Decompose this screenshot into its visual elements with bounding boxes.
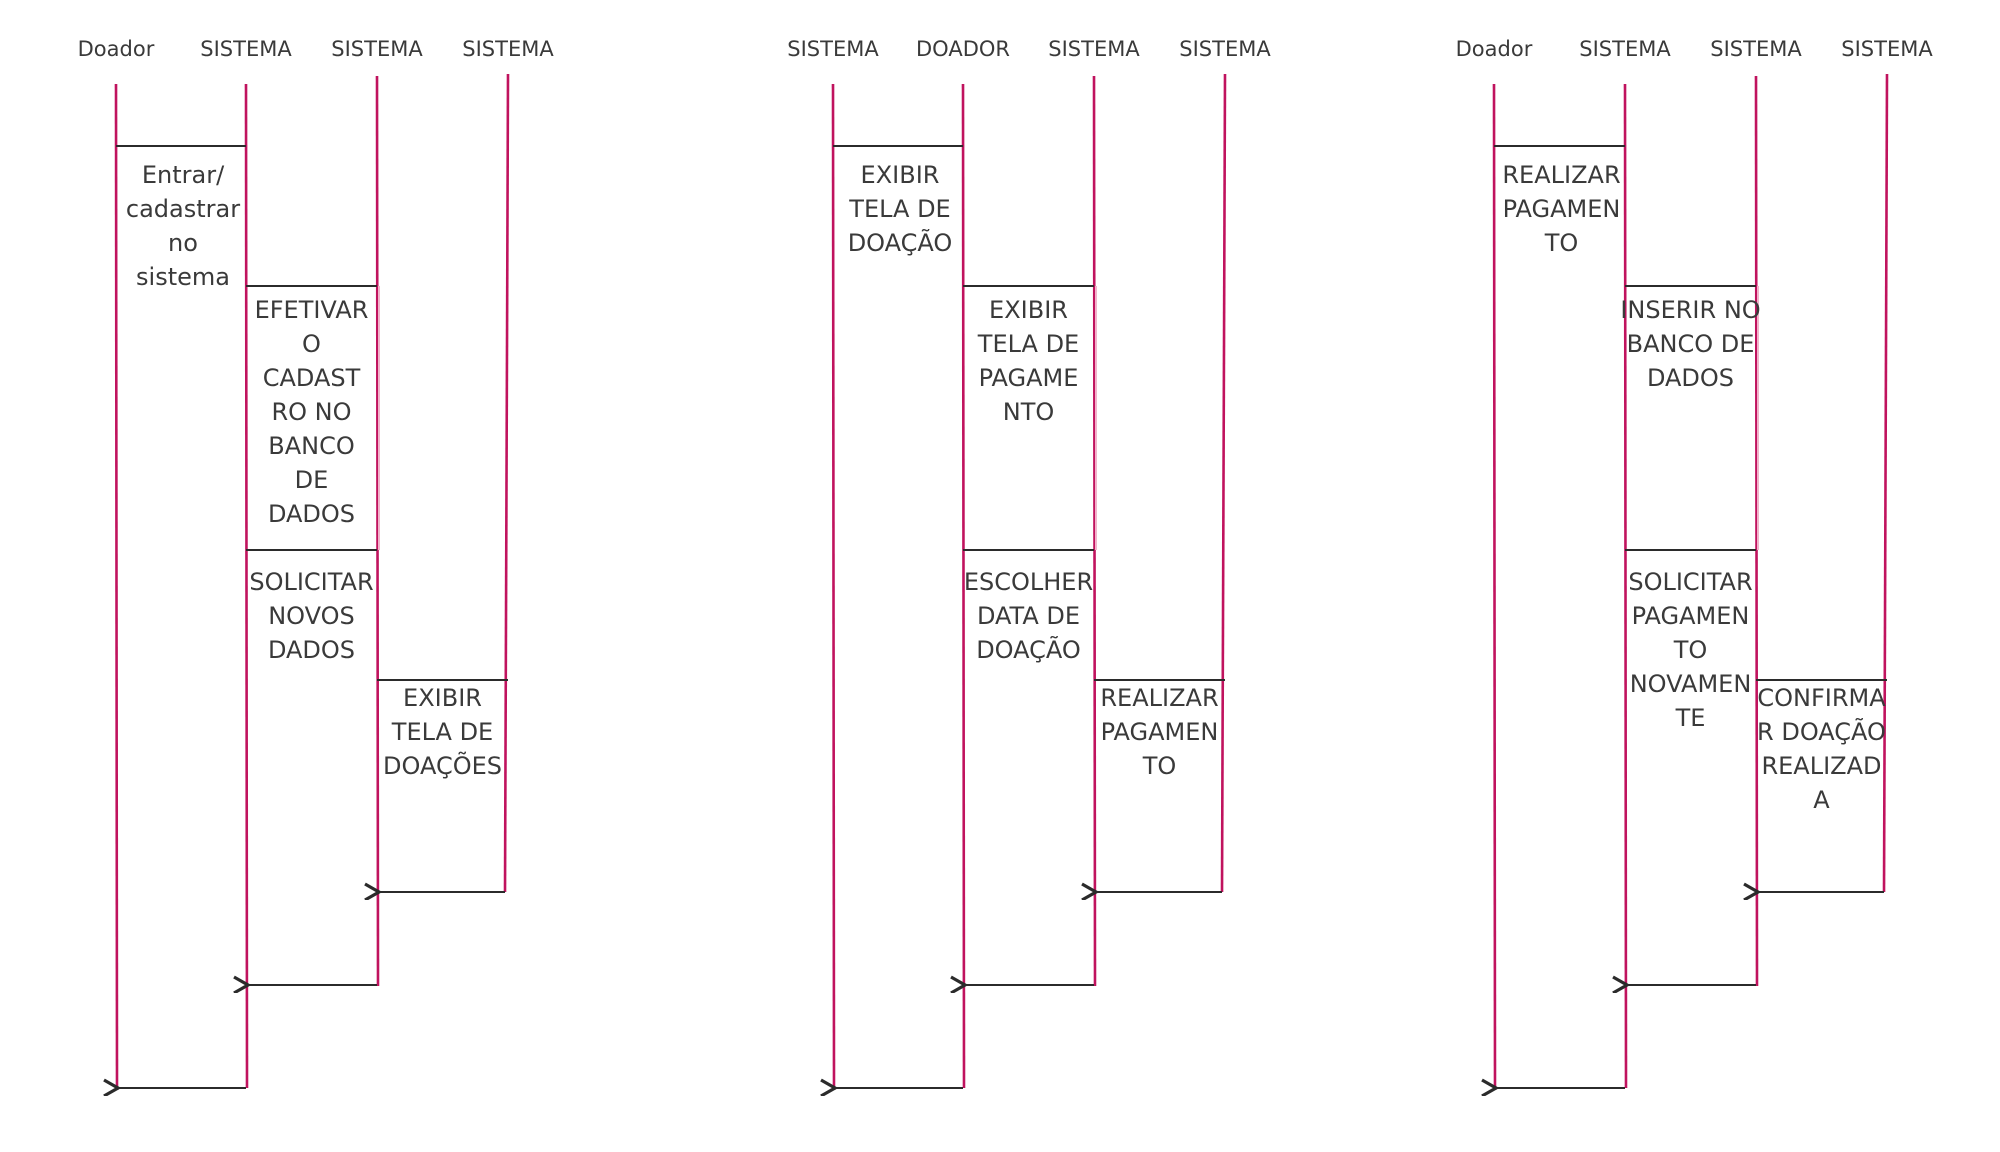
step-label: TO bbox=[1142, 752, 1177, 780]
step-label: no bbox=[168, 229, 198, 257]
step-label: SOLICITAR bbox=[249, 568, 373, 596]
step-label: PAGAME bbox=[979, 364, 1079, 392]
participant-header: Doador bbox=[1456, 37, 1533, 61]
step-label: EXIBIR bbox=[861, 161, 940, 189]
step-label: DADOS bbox=[1647, 364, 1734, 392]
step-label: DE bbox=[295, 466, 329, 494]
step-label: sistema bbox=[136, 263, 230, 291]
lifeline bbox=[114, 83, 119, 1091]
step-label: BANCO bbox=[268, 432, 354, 460]
lifeline bbox=[375, 75, 380, 987]
participant-header: SISTEMA bbox=[1179, 37, 1271, 61]
step-label: NOVAMEN bbox=[1630, 670, 1752, 698]
step-label: NOVOS bbox=[268, 602, 355, 630]
step-label: TO bbox=[1544, 229, 1579, 257]
step-label: REALIZAR bbox=[1502, 161, 1620, 189]
step-label: TO bbox=[1673, 636, 1708, 664]
step-label: TELA DE bbox=[977, 330, 1079, 358]
step-label: PAGAMEN bbox=[1503, 195, 1621, 223]
participant-header: SISTEMA bbox=[331, 37, 423, 61]
step-label: ESCOLHER bbox=[964, 568, 1093, 596]
step-label: REALIZAR bbox=[1100, 684, 1218, 712]
participant-header: Doador bbox=[78, 37, 155, 61]
step-label: NTO bbox=[1003, 398, 1055, 426]
step-label: A bbox=[1813, 786, 1830, 814]
participant-header: SISTEMA bbox=[1841, 37, 1933, 61]
step-label: TELA DE bbox=[848, 195, 950, 223]
step-label: DOAÇÕES bbox=[383, 750, 502, 780]
step-label: Entrar/ bbox=[142, 161, 225, 189]
step-label: DATA DE bbox=[977, 602, 1080, 630]
lifeline bbox=[503, 73, 510, 893]
lifeline bbox=[1754, 75, 1759, 987]
lifeline bbox=[1492, 83, 1497, 1091]
step-label: SOLICITAR bbox=[1628, 568, 1752, 596]
step-label: PAGAMEN bbox=[1632, 602, 1750, 630]
lifeline bbox=[1220, 73, 1227, 893]
step-label: BANCO DE bbox=[1627, 330, 1755, 358]
step-label: TE bbox=[1675, 704, 1706, 732]
lifeline bbox=[961, 83, 966, 1089]
step-label: CONFIRMA bbox=[1757, 684, 1886, 712]
participant-header: SISTEMA bbox=[787, 37, 879, 61]
step-label: DOAÇÃO bbox=[976, 634, 1081, 664]
step-label: DADOS bbox=[268, 636, 355, 664]
step-label: DOAÇÃO bbox=[848, 227, 953, 257]
step-label: O bbox=[302, 330, 321, 358]
participant-header: DOADOR bbox=[916, 37, 1010, 61]
participant-header: SISTEMA bbox=[200, 37, 292, 61]
lifeline bbox=[1092, 75, 1097, 987]
lifeline bbox=[831, 83, 836, 1091]
step-label: EFETIVAR bbox=[255, 296, 369, 324]
step-label: TELA DE bbox=[391, 718, 493, 746]
step-label: REALIZAD bbox=[1761, 752, 1881, 780]
participant-header: SISTEMA bbox=[1048, 37, 1140, 61]
step-label: INSERIR NO bbox=[1620, 296, 1760, 324]
step-label: EXIBIR bbox=[403, 684, 482, 712]
step-label: EXIBIR bbox=[989, 296, 1068, 324]
step-label: R DOAÇÃO bbox=[1757, 716, 1886, 746]
participant-header: SISTEMA bbox=[1579, 37, 1671, 61]
lifeline bbox=[244, 83, 249, 1089]
lifeline bbox=[1882, 73, 1889, 893]
step-label: RO NO bbox=[271, 398, 351, 426]
step-label: PAGAMEN bbox=[1101, 718, 1219, 746]
step-label: CADAST bbox=[263, 364, 361, 392]
participant-header: SISTEMA bbox=[1710, 37, 1802, 61]
participant-header: SISTEMA bbox=[462, 37, 554, 61]
lifeline bbox=[1623, 83, 1628, 1089]
step-label: cadastrar bbox=[126, 195, 240, 223]
step-label: DADOS bbox=[268, 500, 355, 528]
